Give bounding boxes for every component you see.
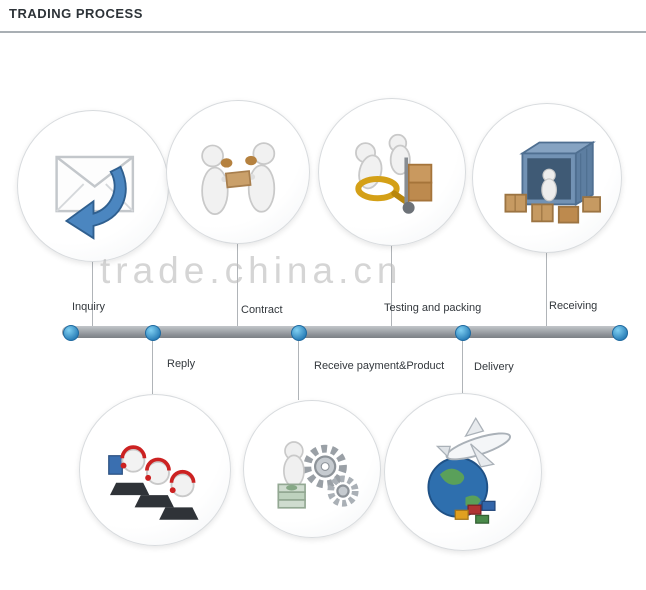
label-receiving: Receiving [549, 300, 598, 312]
label-contract: Contract [241, 304, 283, 316]
inspection-trolley-icon [355, 133, 433, 214]
step-circle-payment [243, 400, 381, 538]
step-circle-delivery [384, 393, 542, 551]
step-circle-receiving [472, 103, 622, 253]
watermark-text: trade.china.cn [100, 250, 403, 291]
payment-gears-icon [277, 441, 359, 509]
step-circle-contract [166, 100, 310, 244]
connector-delivery [462, 338, 463, 393]
page-title: TRADING PROCESS [9, 6, 143, 21]
label-testing: Testing and packing [384, 302, 482, 314]
step-circle-inquiry [17, 110, 169, 262]
handshake-figures-icon [201, 142, 275, 215]
timeline-dot [612, 325, 628, 341]
label-delivery: Delivery [474, 361, 514, 373]
support-team-icon [107, 444, 199, 520]
envelope-reply-icon [54, 155, 134, 240]
process-timeline-bar [62, 326, 628, 338]
connector-contract [237, 243, 238, 326]
connector-testing [391, 245, 392, 326]
container-unloading-icon [504, 141, 602, 224]
connector-inquiry [92, 261, 93, 326]
timeline-dot [63, 325, 79, 341]
label-reply: Reply [167, 358, 196, 370]
title-divider [0, 31, 646, 33]
timeline-dot [291, 325, 307, 341]
air-freight-globe-icon [427, 417, 512, 524]
connector-reply [152, 338, 153, 394]
timeline-dot [145, 325, 161, 341]
label-payment: Receive payment&Product [314, 360, 445, 372]
step-circle-reply [79, 394, 231, 546]
label-inquiry: Inquiry [72, 301, 106, 313]
connector-payment [298, 338, 299, 400]
connector-receiving [546, 252, 547, 326]
step-circle-testing [318, 98, 466, 246]
timeline-dot [455, 325, 471, 341]
